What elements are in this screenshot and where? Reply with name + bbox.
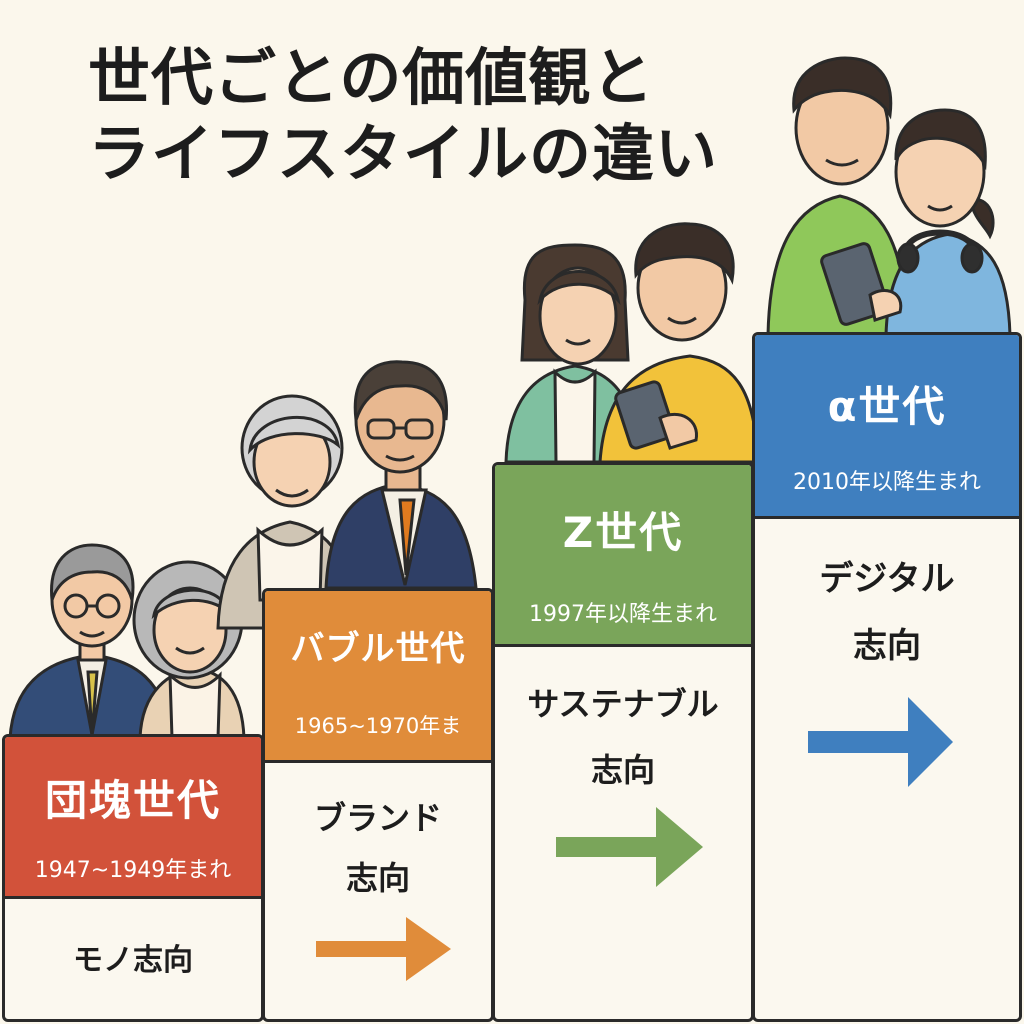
generation-value-line-1: デジタル [819, 559, 955, 599]
page-title: 世代ごとの価値観と ライフスタイルの違い [88, 40, 718, 191]
generation-name: Z世代 [562, 508, 684, 557]
generation-value: モノ志向 [73, 943, 193, 978]
generation-card-alpha: α世代 2010年以降生まれ デジタル 志向 [752, 332, 1022, 1022]
generation-years: 1947~1949年まれ [34, 858, 232, 883]
generation-card-bubble: バブル世代 1965~1970年ま ブランド 志向 [262, 588, 494, 1022]
arrow-right-icon [316, 917, 451, 981]
generation-name: α世代 [827, 382, 947, 431]
generation-years: 2010年以降生まれ [793, 470, 981, 495]
generation-value-line-2: 志向 [590, 751, 655, 789]
generation-value-line-1: ブランド [313, 799, 442, 837]
generation-value-line-2: 志向 [853, 626, 921, 666]
generation-header-alpha: α世代 2010年以降生まれ [755, 335, 1019, 519]
generation-name: バブル世代 [290, 629, 466, 669]
generation-value-line-1: サステナブル [527, 685, 719, 723]
arrow-right-icon [808, 697, 953, 787]
generation-years: 1965~1970年ま [294, 714, 462, 738]
middle-aged-couple-icon [216, 360, 478, 630]
title-line-1: 世代ごとの価値観と [88, 41, 655, 114]
kids-with-tablet-icon [766, 56, 1012, 337]
generation-header-bubble: バブル世代 1965~1970年ま [265, 591, 491, 763]
young-adults-with-phone-icon [504, 222, 760, 464]
generation-header-dankai: 団塊世代 1947~1949年まれ [5, 737, 261, 899]
generation-card-genz: Z世代 1997年以降生まれ サステナブル 志向 [492, 462, 754, 1022]
generation-name: 団塊世代 [44, 776, 221, 825]
generation-card-dankai: 団塊世代 1947~1949年まれ モノ志向 [2, 734, 264, 1022]
generation-header-genz: Z世代 1997年以降生まれ [495, 465, 751, 647]
generation-value-line-2: 志向 [345, 859, 410, 897]
title-line-2: ライフスタイルの違い [88, 116, 719, 190]
elderly-couple-icon [8, 543, 246, 740]
arrow-right-icon [556, 807, 703, 887]
generation-years: 1997年以降生まれ [529, 602, 717, 627]
